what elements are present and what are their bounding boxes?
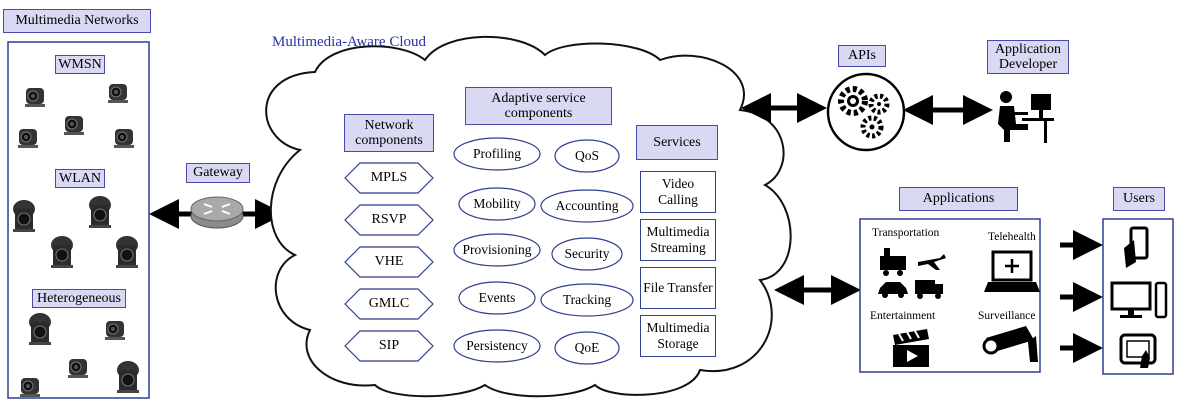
adaptive-mobility: Mobility	[473, 196, 521, 211]
network-component-rsvp: RSVP	[371, 212, 407, 227]
adaptive-service-components-label: Adaptive service components	[465, 87, 612, 125]
multimedia-networks-label: Multimedia Networks	[3, 9, 151, 33]
telehealth-icon	[984, 250, 1040, 292]
gateway-label: Gateway	[186, 163, 250, 183]
phone-icon	[1124, 226, 1149, 268]
network-component-vhe: VHE	[374, 254, 404, 269]
gears-icon	[826, 72, 906, 152]
entertainment-label: Entertainment	[870, 310, 936, 322]
network-component-gmlc: GMLC	[368, 296, 410, 311]
wmsn-label: WMSN	[55, 55, 105, 74]
adaptive-persistency: Persistency	[466, 338, 528, 353]
desktop-icon	[1110, 281, 1168, 319]
clapperboard-icon	[893, 329, 929, 367]
network-component-sip: SIP	[378, 338, 400, 353]
adaptive-qos: QoS	[574, 148, 599, 163]
surveillance-label: Surveillance	[978, 310, 1036, 322]
surveillance-camera-icon	[982, 326, 1038, 362]
service-file-transfer: File Transfer	[640, 267, 716, 309]
adaptive-events: Events	[478, 290, 516, 305]
users-label: Users	[1113, 187, 1165, 211]
adaptive-tracking: Tracking	[562, 292, 612, 307]
network-component-mpls: MPLS	[370, 170, 408, 185]
telehealth-label: Telehealth	[988, 231, 1036, 243]
transportation-icon	[878, 248, 946, 299]
transportation-label: Transportation	[872, 227, 940, 239]
applications-label: Applications	[899, 187, 1018, 211]
cloud-title: Multimedia-Aware Cloud	[272, 34, 427, 50]
service-video-calling: Video Calling	[640, 171, 716, 213]
service-multimedia-storage: Multimedia Storage	[640, 315, 716, 357]
service-multimedia-streaming: Multimedia Streaming	[640, 219, 716, 261]
application-developer-label: Application Developer	[987, 40, 1069, 74]
network-components-label: Network components	[344, 114, 434, 152]
services-label: Services	[636, 125, 718, 160]
adaptive-accounting: Accounting	[555, 198, 619, 213]
heterogeneous-label: Heterogeneous	[32, 289, 126, 308]
wlan-label: WLAN	[55, 169, 105, 188]
adaptive-security: Security	[564, 246, 610, 261]
developer-icon	[998, 91, 1054, 143]
tablet-icon	[1119, 333, 1157, 368]
adaptive-provisioning: Provisioning	[462, 242, 532, 257]
apis-label: APIs	[838, 45, 886, 67]
adaptive-profiling: Profiling	[472, 146, 521, 161]
adaptive-qoe: QoE	[574, 340, 600, 355]
